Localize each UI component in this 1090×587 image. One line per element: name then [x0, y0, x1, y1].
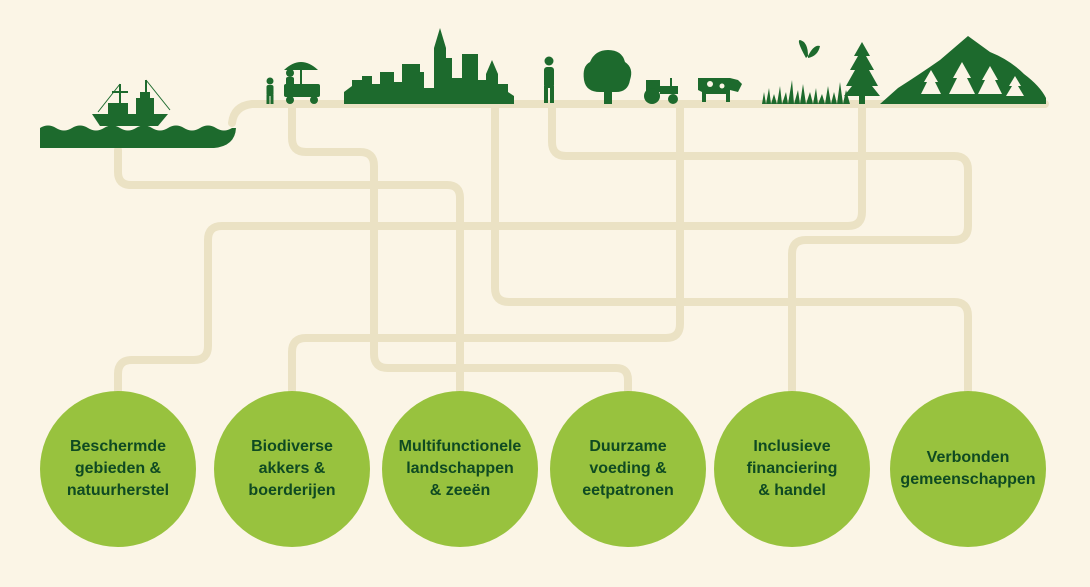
city-skyline-icon [344, 28, 514, 104]
theme-label: Inclusieve financiering & handel [746, 438, 838, 499]
theme-label: Beschermde gebieden & natuurherstel [66, 438, 170, 499]
theme-circle-farms: Biodiverse akkers & boerderijen [214, 391, 370, 547]
theme-circle-protected-areas: Beschermde gebieden & natuurherstel [40, 391, 196, 547]
person-icon [544, 56, 554, 103]
connector-paths [114, 100, 1049, 396]
child-icon [266, 77, 274, 104]
grass-icon [762, 80, 850, 104]
theme-circle-finance: Inclusieve financiering & handel [714, 391, 870, 547]
food-cart-vendor-icon [284, 62, 320, 104]
fishing-boat-icon [92, 79, 171, 126]
connector-path [548, 104, 972, 396]
theme-circle-communities: Verbonden gemeenschappen [890, 391, 1046, 547]
connector-path [288, 104, 684, 396]
waves-icon [40, 125, 236, 148]
butterfly-icon [798, 40, 820, 58]
theme-label: Verbonden gemeenschappen [900, 449, 1036, 488]
connector-path [114, 104, 866, 396]
pine-tree-icon [844, 42, 880, 104]
ground-line [228, 100, 1049, 127]
mountain-forest-icon [880, 36, 1046, 104]
theme-label: Multifunctionele landschappen & zeeën [398, 438, 522, 499]
connector-path [114, 146, 464, 396]
theme-label: Biodiverse akkers & boerderijen [248, 438, 336, 499]
connector-path [288, 104, 632, 396]
theme-circle-landscapes: Multifunctionele landschappen & zeeën [382, 391, 538, 547]
tree-icon [583, 50, 632, 104]
cow-icon [698, 78, 742, 102]
theme-circle-food: Duurzame voeding & eetpatronen [550, 391, 706, 547]
tractor-icon [644, 78, 678, 104]
theme-label: Duurzame voeding & eetpatronen [582, 438, 674, 499]
connector-path [491, 104, 972, 396]
